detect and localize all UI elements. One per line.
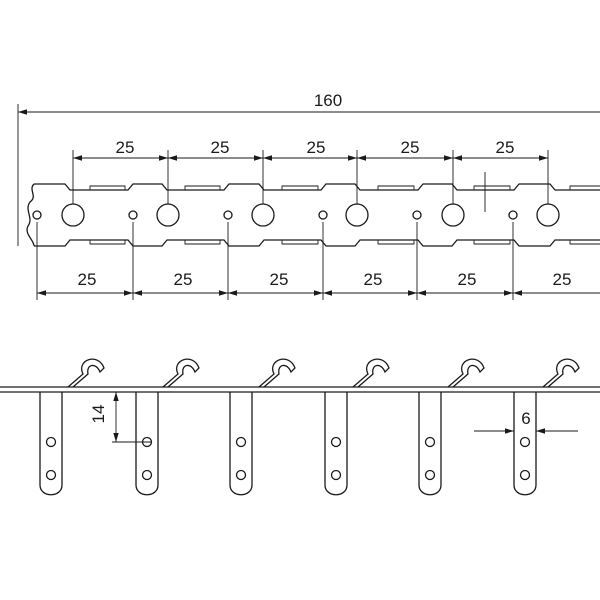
large-hole [441, 203, 465, 227]
dimension-overall-label: 160 [314, 91, 342, 110]
small-hole [223, 210, 233, 220]
dimension-bottom-label: 25 [553, 270, 572, 289]
dimension-top-label: 25 [307, 138, 326, 157]
dimension-top-label: 25 [116, 138, 135, 157]
small-hole [32, 210, 42, 220]
strip-break-left [26, 183, 35, 247]
small-hole [508, 210, 518, 220]
tab-unit [39, 358, 105, 496]
dimension-tab-width-label: 6 [521, 409, 530, 428]
dimension-top-label: 25 [496, 138, 515, 157]
small-hole [412, 210, 422, 220]
large-hole [345, 203, 369, 227]
dimension-bottom-label: 25 [78, 270, 97, 289]
dimension-tab-width: 6 [474, 409, 578, 437]
dimension-top-label: 25 [211, 138, 230, 157]
small-hole [128, 210, 138, 220]
dimension-top-label: 25 [401, 138, 420, 157]
dimension-bottom-pitch: 25 25 25 25 25 25 [36, 222, 600, 300]
dimension-bottom-label: 25 [364, 270, 383, 289]
small-hole [318, 210, 328, 220]
tab-unit [229, 358, 296, 496]
large-hole [536, 203, 560, 227]
strip-top-inner [89, 185, 600, 190]
dimension-tab-offset-label: 14 [89, 405, 108, 424]
dimension-bottom-label: 25 [174, 270, 193, 289]
dimension-overall: 160 [17, 91, 600, 246]
large-hole [251, 203, 275, 227]
strip-top-edge [34, 183, 600, 191]
strip-bottom-edge [34, 239, 600, 247]
large-hole [61, 203, 85, 227]
strip-bottom-inner [89, 240, 600, 245]
side-view [0, 358, 600, 496]
tab-unit [418, 358, 485, 496]
plan-view [26, 172, 600, 247]
dimension-tab-offset: 14 [89, 392, 152, 443]
dimension-bottom-label: 25 [270, 270, 289, 289]
tab-unit [324, 358, 390, 496]
dimension-top-pitch: 25 25 25 25 25 [72, 138, 549, 204]
tab-unit [135, 358, 200, 496]
large-hole [156, 203, 180, 227]
dimension-bottom-label: 25 [458, 270, 477, 289]
tab-unit [513, 358, 580, 496]
